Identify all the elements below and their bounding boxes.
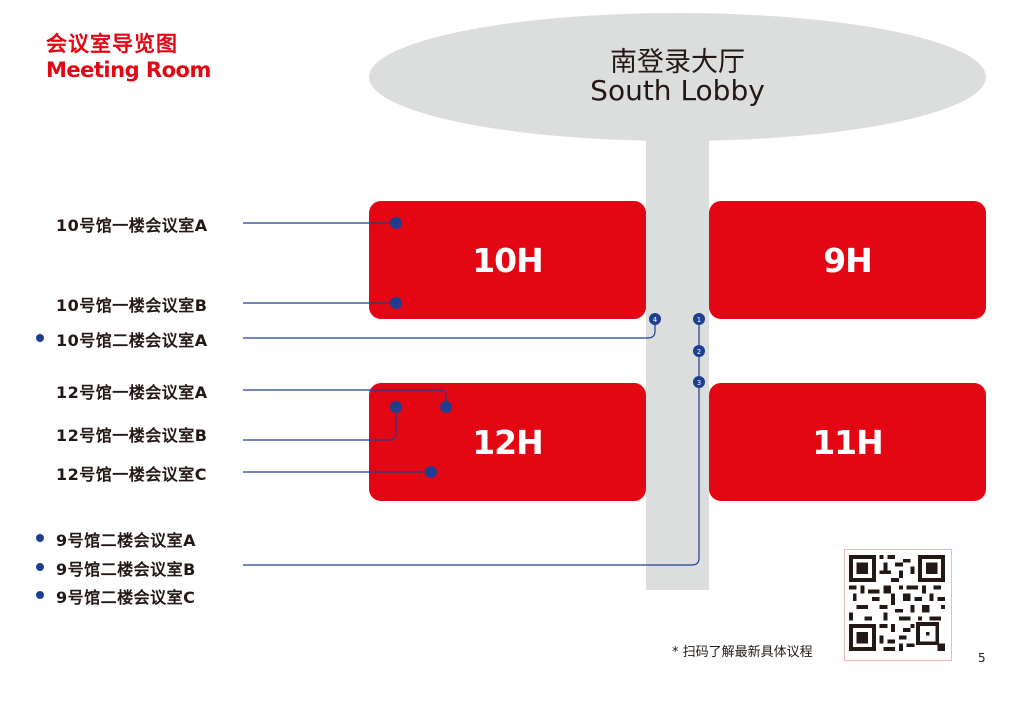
stair-bullet-1: 1	[36, 534, 44, 542]
stair-marker-1: 1	[693, 313, 705, 325]
svg-text:2: 2	[697, 348, 701, 356]
page-number: 5	[978, 651, 986, 665]
room-label-10h-1f-b: 10号馆一楼会议室B	[56, 296, 208, 315]
room-dot-12h-1f-b	[390, 401, 402, 413]
room-dot-10h-1f-b	[390, 297, 402, 309]
south-lobby-area	[369, 13, 986, 141]
room-dot-10h-1f-a	[390, 217, 402, 229]
room-label-12h-1f-c: 12号馆一楼会议室C	[56, 465, 208, 484]
hall-9h[interactable]: 9H	[709, 201, 986, 319]
room-label-9h-2f-b: 9号馆二楼会议室B	[56, 560, 196, 579]
stair-marker-4: 4	[649, 313, 661, 325]
line-12h-1f-b	[243, 407, 397, 441]
stair-marker-2: 2	[693, 345, 705, 357]
page-title-cn: 会议室导览图	[46, 32, 178, 56]
room-label-10h-1f-a: 10号馆一楼会议室A	[56, 216, 208, 235]
svg-text:3: 3	[697, 379, 701, 387]
stair-bullet-4: 4	[36, 334, 44, 342]
room-dot-12h-1f-a	[440, 401, 452, 413]
svg-text:1: 1	[697, 316, 701, 324]
line-12h-1f-a	[243, 389, 447, 407]
svg-text:4: 4	[653, 316, 658, 324]
qr-note: * 扫码了解最新具体议程	[672, 645, 813, 660]
qr-code-pattern	[849, 555, 945, 651]
line-9h-2f	[243, 319, 700, 566]
hall-12h[interactable]: 12H	[369, 383, 646, 501]
stair-bullet-3: 3	[36, 591, 44, 599]
room-label-9h-2f-a: 9号馆二楼会议室A	[56, 531, 197, 550]
hall-10h[interactable]: 10H	[369, 201, 646, 319]
page-title-en: Meeting Room	[46, 58, 211, 82]
hall-11h[interactable]: 11H	[709, 383, 986, 501]
lobby-label-en: South Lobby	[590, 74, 765, 107]
lobby-label-cn: 南登录大厅	[610, 47, 745, 78]
room-dot-12h-1f-c	[425, 466, 437, 478]
qr-code[interactable]	[844, 549, 952, 661]
stair-bullet-2: 2	[36, 563, 44, 571]
room-label-10h-2f-a: 10号馆二楼会议室A	[56, 331, 208, 350]
stair-marker-3: 3	[693, 376, 705, 388]
room-label-12h-1f-a: 12号馆一楼会议室A	[56, 383, 208, 402]
room-label-12h-1f-b: 12号馆一楼会议室B	[56, 426, 208, 445]
room-label-9h-2f-c: 9号馆二楼会议室C	[56, 588, 196, 607]
line-10h-2f-a	[243, 319, 656, 339]
